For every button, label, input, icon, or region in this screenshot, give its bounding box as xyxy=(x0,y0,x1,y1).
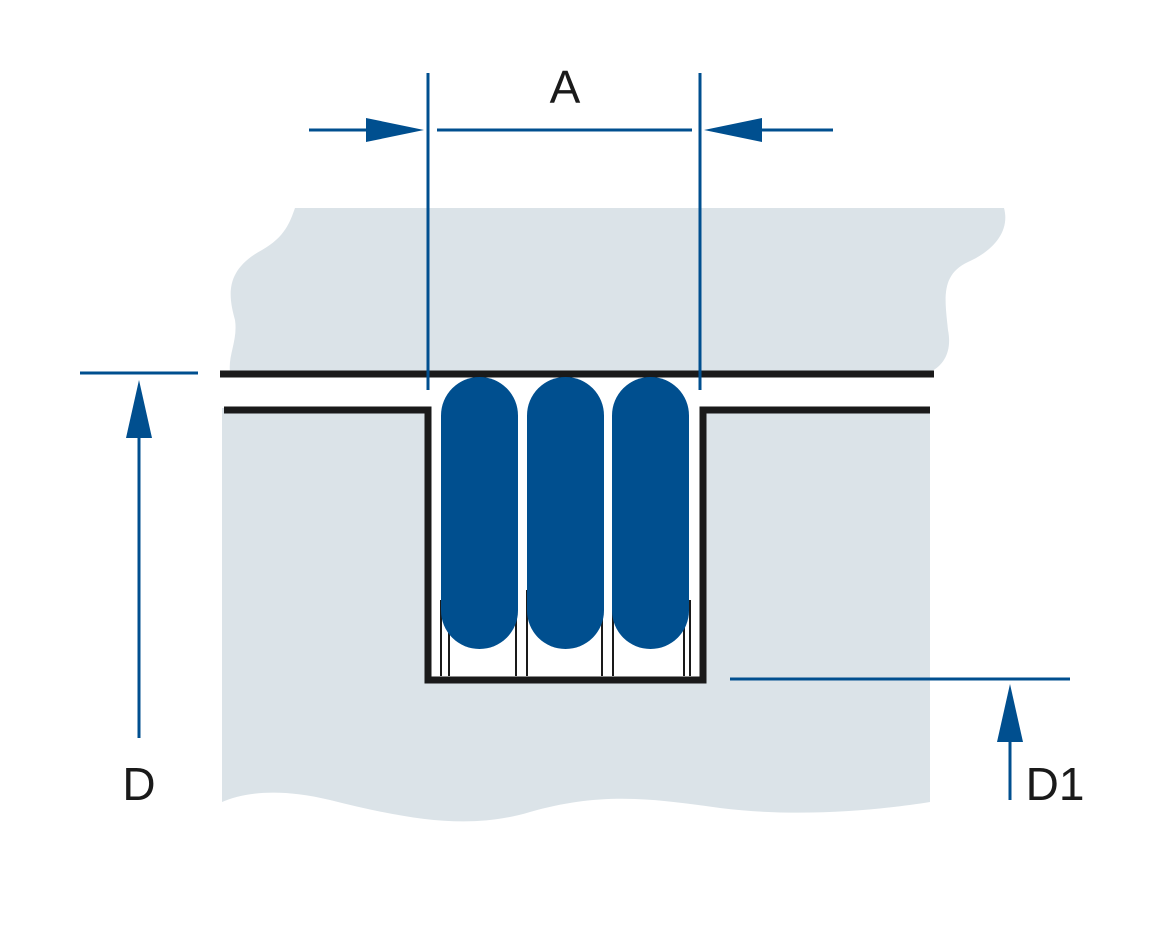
seal-rings xyxy=(441,377,689,649)
dimension-a-arrow-left-icon xyxy=(366,118,424,142)
housing-outline xyxy=(224,406,930,684)
seal-ring-1 xyxy=(441,377,518,649)
dimension-a xyxy=(309,73,833,390)
dimension-d1-arrow-up-icon xyxy=(997,684,1023,742)
upper-component-body xyxy=(229,208,1006,372)
dimension-d1 xyxy=(730,677,1070,800)
seal-ring-3 xyxy=(612,377,689,649)
dimension-d xyxy=(80,371,198,738)
dimension-a-label: A xyxy=(550,61,581,113)
seal-ring-2 xyxy=(527,377,604,649)
dimension-d-arrow-up-icon xyxy=(126,380,152,438)
dimension-a-arrow-right-icon xyxy=(704,118,762,142)
dimension-d-label: D xyxy=(122,758,155,810)
dimension-d1-label: D1 xyxy=(1026,758,1085,810)
